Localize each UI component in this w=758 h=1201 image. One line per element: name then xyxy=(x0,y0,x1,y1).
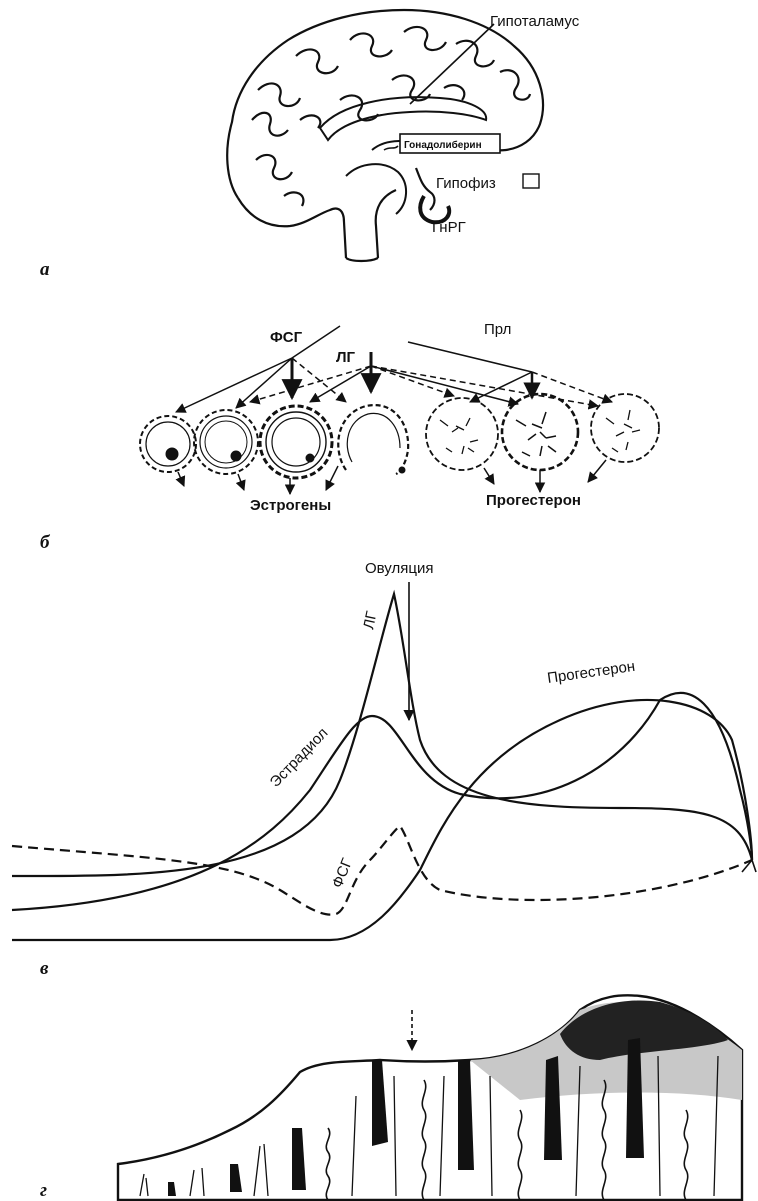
panel-b: ФСГ Прл ЛГ xyxy=(40,321,660,553)
pituitary-label: Гипофиз xyxy=(436,175,496,192)
estradiol-curve xyxy=(11,691,754,912)
follicle-4 xyxy=(337,403,410,475)
fsh-curve xyxy=(11,824,753,916)
estrogens-label: Эстрогены xyxy=(250,497,331,514)
panel-c: Овуляция ЛГ Эстрадиол Прогестерон ФСГ в xyxy=(11,560,757,979)
follicle-2 xyxy=(193,409,259,475)
fsh-label-c: ФСГ xyxy=(329,856,356,891)
prl-label: Прл xyxy=(484,321,511,338)
legend-square xyxy=(522,173,540,189)
fsh-label-b: ФСГ xyxy=(270,329,303,346)
progesterone-curve xyxy=(12,698,754,942)
gnrh-label: ГнРГ xyxy=(432,219,466,236)
follicle-5 xyxy=(425,397,499,471)
brain-illustration xyxy=(226,8,544,263)
gonadoliberin-label: Гонадолиберин xyxy=(404,139,482,151)
panel-c-letter: в xyxy=(40,958,49,979)
progesterone-label-c: Прогестерон xyxy=(546,658,636,687)
panel-d-letter: г xyxy=(40,1180,47,1201)
follicle-6 xyxy=(500,392,580,472)
output-arrows xyxy=(175,459,607,496)
hormone-arrows xyxy=(175,325,613,413)
panel-a-letter: а xyxy=(40,259,50,280)
panel-b-letter: б xyxy=(40,532,51,553)
follicle-7 xyxy=(590,393,660,463)
hormone-curves xyxy=(11,589,757,942)
follicle-3 xyxy=(258,404,334,480)
follicle-row xyxy=(139,392,660,480)
progesterone-label-b: Прогестерон xyxy=(486,492,581,509)
panel-a: Гипоталамус Гонадолиберин Гипофиз ГнРГ а xyxy=(40,8,580,280)
follicle-1 xyxy=(139,415,197,473)
panel-d: г xyxy=(40,994,744,1201)
estradiol-label: Эстрадиол xyxy=(267,724,332,790)
lh-label-b: ЛГ xyxy=(336,349,356,366)
lh-curve xyxy=(11,589,754,878)
ovulation-label: Овуляция xyxy=(365,560,433,577)
hypothalamus-label: Гипоталамус xyxy=(490,13,580,30)
lh-label-c: ЛГ xyxy=(360,610,380,631)
endometrium-section xyxy=(116,994,744,1201)
hypothalamus-pointer xyxy=(409,23,495,105)
gonadoliberin-box xyxy=(399,133,501,154)
